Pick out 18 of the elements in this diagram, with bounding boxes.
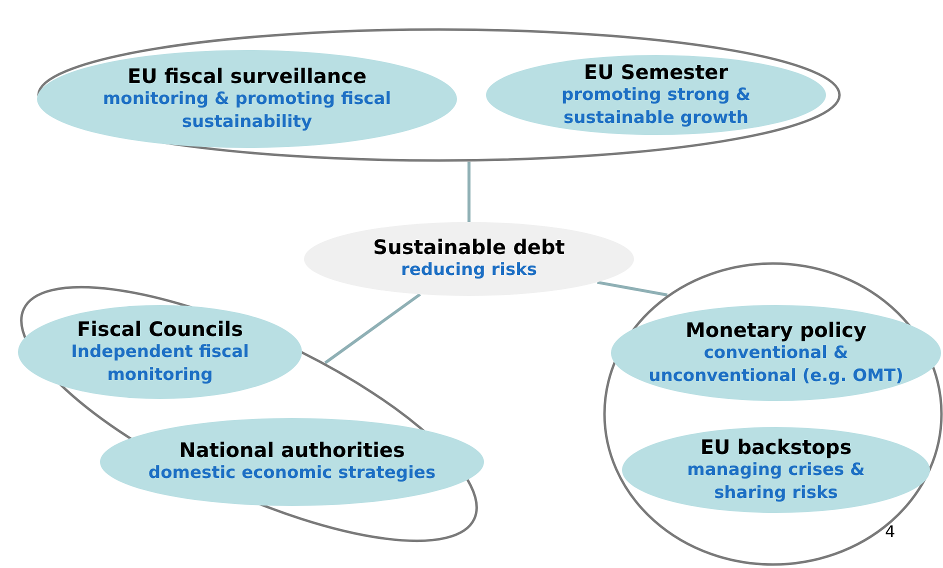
topic-description: Independent fiscal monitoring <box>70 341 250 386</box>
topic-title: National authorities <box>179 439 405 462</box>
topic-title: EU fiscal surveillance <box>127 65 367 88</box>
topic-title: EU backstops <box>700 436 852 460</box>
topic-description: managing crises & sharing risks <box>686 459 866 504</box>
topic-title: Sustainable debt <box>373 236 565 260</box>
connector-line <box>324 293 421 364</box>
topic-description: monitoring & promoting fiscal sustainability <box>102 88 392 133</box>
connector-line <box>468 162 470 222</box>
topic-description: reducing risks <box>400 259 538 282</box>
topic-title: Fiscal Councils <box>77 318 243 342</box>
page-number: 4 <box>885 522 896 541</box>
topic-title: EU Semester <box>584 61 728 84</box>
connector-line <box>597 280 668 296</box>
topic-title: Monetary policy <box>685 319 867 342</box>
topic-description: domestic economic strategies <box>148 462 436 485</box>
topic-description: promoting strong & sustainable growth <box>560 84 752 129</box>
topic-description: conventional & unconventional (e.g. OMT) <box>648 342 904 387</box>
